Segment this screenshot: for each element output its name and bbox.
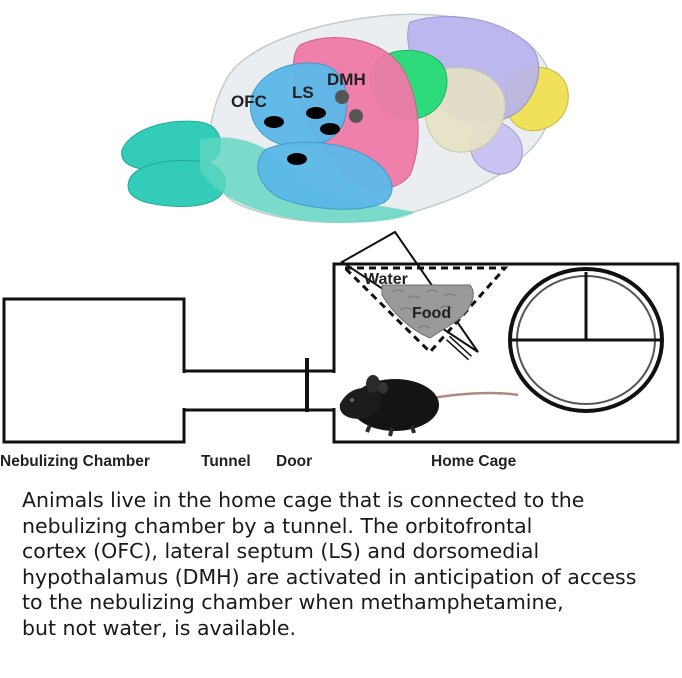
caption-line: Animals live in the home cage that is co… bbox=[22, 488, 585, 512]
running-wheel bbox=[508, 267, 664, 413]
mouse-icon bbox=[339, 375, 519, 437]
ofc-marker-ventral bbox=[287, 153, 307, 165]
dmh-marker-lower bbox=[349, 109, 363, 123]
home-cage bbox=[332, 262, 680, 444]
caption-line: but not water, is available. bbox=[22, 615, 297, 640]
dmh-label: DMH bbox=[327, 70, 366, 89]
tunnel-label: Tunnel bbox=[201, 453, 251, 470]
figure-caption: Animals live in the home cage that is co… bbox=[22, 488, 672, 641]
apparatus bbox=[2, 262, 680, 444]
ofc-marker bbox=[264, 116, 284, 128]
ls-marker-upper bbox=[306, 107, 326, 119]
ls-marker-lower bbox=[320, 123, 340, 135]
food-label: Food bbox=[412, 305, 451, 322]
brain-illustration: OFC LS DMH bbox=[121, 13, 569, 223]
ls-label: LS bbox=[292, 83, 314, 102]
caption-line: nebulizing chamber by a tunnel. The orbi… bbox=[22, 513, 533, 538]
ventral-band bbox=[200, 137, 415, 223]
nebulizing-chamber bbox=[2, 297, 186, 444]
ofc-label: OFC bbox=[231, 92, 267, 111]
caption-line: hypothalamus (DMH) are activated in anti… bbox=[22, 564, 637, 589]
water-label: Water bbox=[364, 271, 408, 288]
food-pellets bbox=[381, 284, 474, 339]
caption-line: to the nebulizing chamber when methamphe… bbox=[22, 590, 564, 614]
figure-scene: OFC LS DMH Water Food bbox=[0, 13, 680, 470]
dmh-marker-upper bbox=[335, 90, 349, 104]
activation-markers bbox=[264, 90, 363, 165]
home-cage-label: Home Cage bbox=[431, 453, 517, 470]
caption-line: cortex (OFC), lateral septum (LS) and do… bbox=[22, 539, 540, 563]
nebulizing-chamber-label: Nebulizing Chamber bbox=[0, 453, 150, 470]
door-label: Door bbox=[276, 453, 312, 470]
